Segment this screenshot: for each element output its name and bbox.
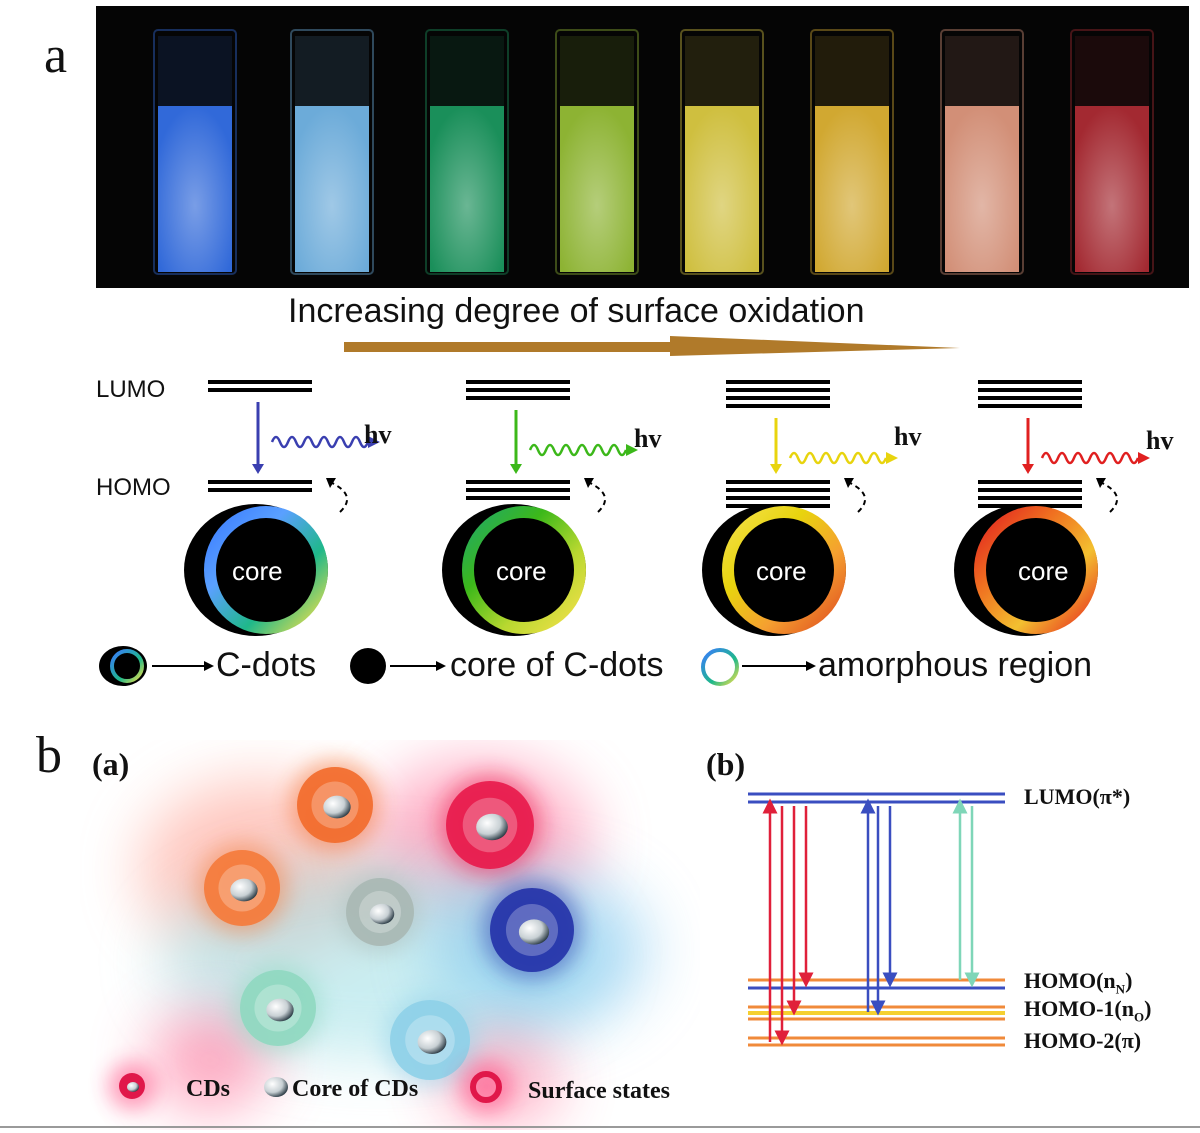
- energy-diagram-2: [442, 380, 638, 636]
- legend-cdots: C-dots: [216, 646, 317, 684]
- legend-icons-b: [108, 1061, 512, 1113]
- level-homo-2: HOMO-2(π): [1024, 1028, 1142, 1053]
- legend-icons-a: [99, 646, 816, 686]
- vial-2: [290, 29, 374, 275]
- vial-5: [680, 29, 764, 275]
- oxidation-arrow: [344, 336, 960, 356]
- sub-panel-a-label: (a): [92, 746, 130, 782]
- energy-diagram-1: [184, 380, 380, 636]
- cd-particle-3: [196, 842, 288, 934]
- cd-particle-1: [289, 759, 381, 851]
- panel-b-letter: b: [36, 727, 62, 784]
- cd-particle-2: [438, 773, 542, 877]
- energy-diagram-4: [954, 380, 1150, 636]
- vial-1: [153, 29, 237, 275]
- level-homo-sub: N: [1115, 981, 1126, 997]
- sub-panel-b-label: (b): [706, 746, 746, 782]
- hv-label-1: hv: [364, 420, 392, 449]
- level-homo-1-main: HOMO-1(n: [1024, 996, 1134, 1021]
- legend-core-of-cds: Core of CDs: [292, 1076, 419, 1102]
- cd-particle-6: [232, 962, 324, 1054]
- core-label-1: core: [232, 556, 283, 586]
- oxidation-caption: Increasing degree of surface oxidation: [288, 292, 865, 330]
- level-homo-main: HOMO(n: [1024, 968, 1116, 993]
- transition-diagram: [748, 792, 1005, 1047]
- level-homo: HOMO(nN): [1024, 968, 1133, 997]
- level-lumo: LUMO(π*): [1024, 784, 1131, 809]
- panel-a-letter: a: [44, 27, 68, 84]
- vials-photo: [96, 6, 1189, 288]
- cd-particle-4: [338, 870, 422, 954]
- lumo-label: LUMO: [96, 376, 166, 403]
- cd-particle-7: [382, 992, 478, 1088]
- energy-diagram-3: [702, 380, 898, 636]
- vial-6: [810, 29, 894, 275]
- legend-core: core of C-dots: [450, 646, 664, 684]
- vial-3: [425, 29, 509, 275]
- legend-surface-states: Surface states: [528, 1078, 670, 1104]
- core-label-4: core: [1018, 556, 1069, 586]
- legend-cds: CDs: [186, 1076, 231, 1102]
- vial-8: [1070, 29, 1154, 275]
- core-label-2: core: [496, 556, 547, 586]
- level-homo-1: HOMO-1(nO): [1024, 996, 1152, 1025]
- vial-7: [940, 29, 1024, 275]
- legend-amorphous: amorphous region: [818, 646, 1093, 684]
- vial-4: [555, 29, 639, 275]
- hv-label-4: hv: [1146, 426, 1174, 455]
- bottom-rule: [0, 1126, 1200, 1128]
- hv-label-2: hv: [634, 424, 662, 453]
- cds-illustration: [108, 759, 650, 1125]
- cd-particle-5: [482, 880, 582, 980]
- homo-label: HOMO: [96, 474, 171, 501]
- energy-levels-a: [184, 380, 1150, 636]
- hv-label-3: hv: [894, 422, 922, 451]
- core-label-3: core: [756, 556, 807, 586]
- level-homo-1-sub: O: [1134, 1009, 1145, 1025]
